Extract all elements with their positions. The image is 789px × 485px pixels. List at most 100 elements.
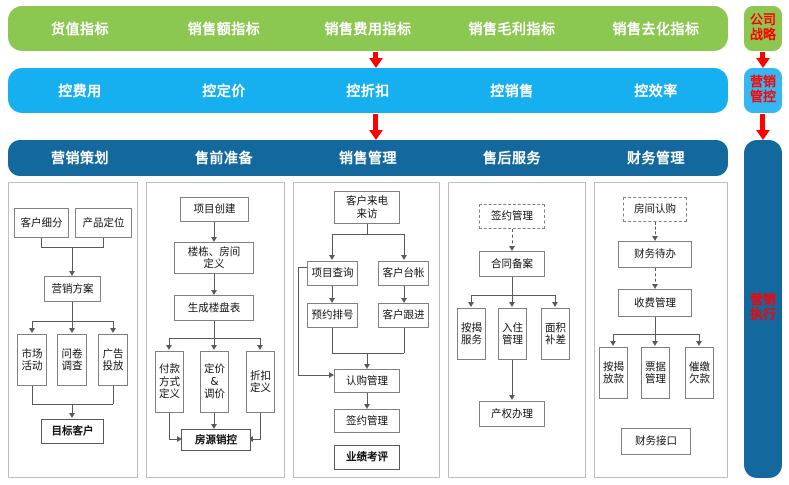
node-bill-management[interactable]: 票据 管理 [641,347,670,399]
connector [655,222,656,239]
node-mortgage-service[interactable]: 按揭 服务 [457,308,486,360]
node-customer-ledger[interactable]: 客户台帐 [378,261,429,286]
strategy-item-0[interactable]: 货值指标 [51,21,109,38]
node-discount-definition[interactable]: 折扣 定义 [246,351,275,413]
sidebar-item-marketing-control[interactable]: 营销 管控 [744,68,782,113]
arrow-head [329,298,335,303]
node-market-activity[interactable]: 市场 活动 [17,334,47,386]
node-performance-evaluation[interactable]: 业绩考评 [334,445,400,470]
node-customer-follow-up[interactable]: 客户跟进 [378,303,429,328]
arrow-head [329,372,334,378]
connector [404,328,405,353]
connector [367,224,368,234]
connector [332,353,404,354]
strategy-item-3[interactable]: 销售毛利指标 [468,21,556,38]
control-item-1[interactable]: 控定价 [202,83,246,100]
node-marketing-plan[interactable]: 营销方案 [44,276,101,302]
arrow-head [69,271,75,276]
connector [512,229,513,249]
panel-financial-management: 房间认购 财务待办 收费管理 按揭 放款 票据 管理 催缴 欠款 财务接口 [594,182,728,478]
connector [113,386,114,404]
sidebar-item-company-strategy[interactable]: 公司 战略 [744,6,782,51]
node-room-subscription-ref[interactable]: 房间认购 [623,197,687,222]
column-header-3[interactable]: 售后服务 [483,151,541,167]
arrow-head [110,328,116,333]
connector [471,295,472,304]
node-contract-management[interactable]: 签约管理 [334,409,400,433]
arrow-head [69,413,75,418]
arrow-head [652,284,658,289]
connector [404,234,405,257]
sidebar-red-arrow-1 [760,52,765,59]
node-project-query[interactable]: 项目查询 [307,261,358,286]
node-payment-method-definition[interactable]: 付款 方式 定义 [155,351,184,413]
node-building-room-definition[interactable]: 楼栋、房间 定义 [174,242,254,274]
node-fee-management[interactable]: 收费管理 [618,289,692,317]
arrow-head [211,345,217,350]
control-item-4[interactable]: 控效率 [634,83,678,100]
arrow-head [329,255,335,260]
node-pricing-adjustment[interactable]: 定价 & 调价 [200,351,229,413]
column-header-1[interactable]: 售前准备 [195,151,253,167]
panel-marketing-planning: 客户细分 产品定位 营销方案 市场 活动 问卷 调查 广告 投放 目标客户 [8,182,138,478]
node-contract-management-ref[interactable]: 签约管理 [479,204,545,229]
node-payment-collection[interactable]: 催缴 欠款 [685,347,714,399]
connector [169,413,170,439]
node-mortgage-loan[interactable]: 按揭 放款 [599,347,628,399]
node-area-difference-compensation[interactable]: 面积 补差 [541,308,570,360]
node-finance-todo[interactable]: 财务待办 [618,241,692,268]
node-subscription-management[interactable]: 认购管理 [334,369,400,393]
node-product-positioning[interactable]: 产品定位 [75,208,132,238]
node-customer-segmentation[interactable]: 客户细分 [14,208,69,238]
connector [113,321,114,330]
strategy-item-4[interactable]: 销售去化指标 [612,21,700,38]
arrow-head [177,436,182,442]
column-header-bar: 营销策划 售前准备 销售管理 售后服务 财务管理 [8,140,728,176]
node-property-rights-processing[interactable]: 产权办理 [479,401,545,427]
panel-after-sales-service: 签约管理 合同备案 按揭 服务 入住 管理 面积 补差 产权办理 [448,182,586,478]
node-property-sales-control[interactable]: 房源销控 [181,429,251,451]
connector [699,334,700,343]
column-header-2[interactable]: 销售管理 [339,151,397,167]
connector [298,267,299,375]
connector [72,247,73,273]
connector [169,338,170,347]
red-down-arrow-control-to-execution [373,114,378,131]
strategy-item-2[interactable]: 销售费用指标 [324,21,412,38]
node-target-customer[interactable]: 目标客户 [41,419,104,444]
connector [103,238,104,247]
node-appointment-queue[interactable]: 预约排号 [307,303,358,328]
control-item-0[interactable]: 控费用 [58,83,102,100]
arrow-head [652,341,658,346]
sidebar-red-arrow-2 [760,114,765,131]
node-generate-property-table[interactable]: 生成楼盘表 [174,295,254,321]
arrow-head [652,236,658,241]
sidebar-item-marketing-execution[interactable]: 营销 执行 [744,140,782,478]
strategy-item-1[interactable]: 销售额指标 [187,21,261,38]
node-occupancy-management[interactable]: 入住 管理 [498,308,527,360]
connector [169,439,178,440]
connector [32,386,33,404]
node-contract-filing[interactable]: 合同备案 [479,251,545,277]
panel-sales-management: 客户来电 来访 项目查询 客户台帐 预约排号 客户跟进 认购管理 签约管理 业绩… [293,182,440,478]
connector [512,277,513,304]
arrow-head [401,255,407,260]
node-finance-interface[interactable]: 财务接口 [621,428,691,455]
node-project-creation[interactable]: 项目创建 [180,197,249,222]
arrow-head [468,302,474,307]
connector [655,268,656,287]
red-down-arrow-strategy-to-control [373,52,378,59]
arrow-head [552,302,558,307]
column-header-0[interactable]: 营销策划 [51,151,109,167]
connector [214,321,215,347]
control-item-3[interactable]: 控销售 [490,83,534,100]
node-customer-call-visit[interactable]: 客户来电 来访 [334,191,400,224]
arrow-head [364,404,370,409]
column-header-4[interactable]: 财务管理 [627,151,685,167]
arrow-head [211,290,217,295]
arrow-head [257,345,263,350]
connector [512,360,513,398]
node-advertising-placement[interactable]: 广告 投放 [98,334,128,386]
node-questionnaire-survey[interactable]: 问卷 调查 [57,334,87,386]
control-item-2[interactable]: 控折扣 [346,83,390,100]
